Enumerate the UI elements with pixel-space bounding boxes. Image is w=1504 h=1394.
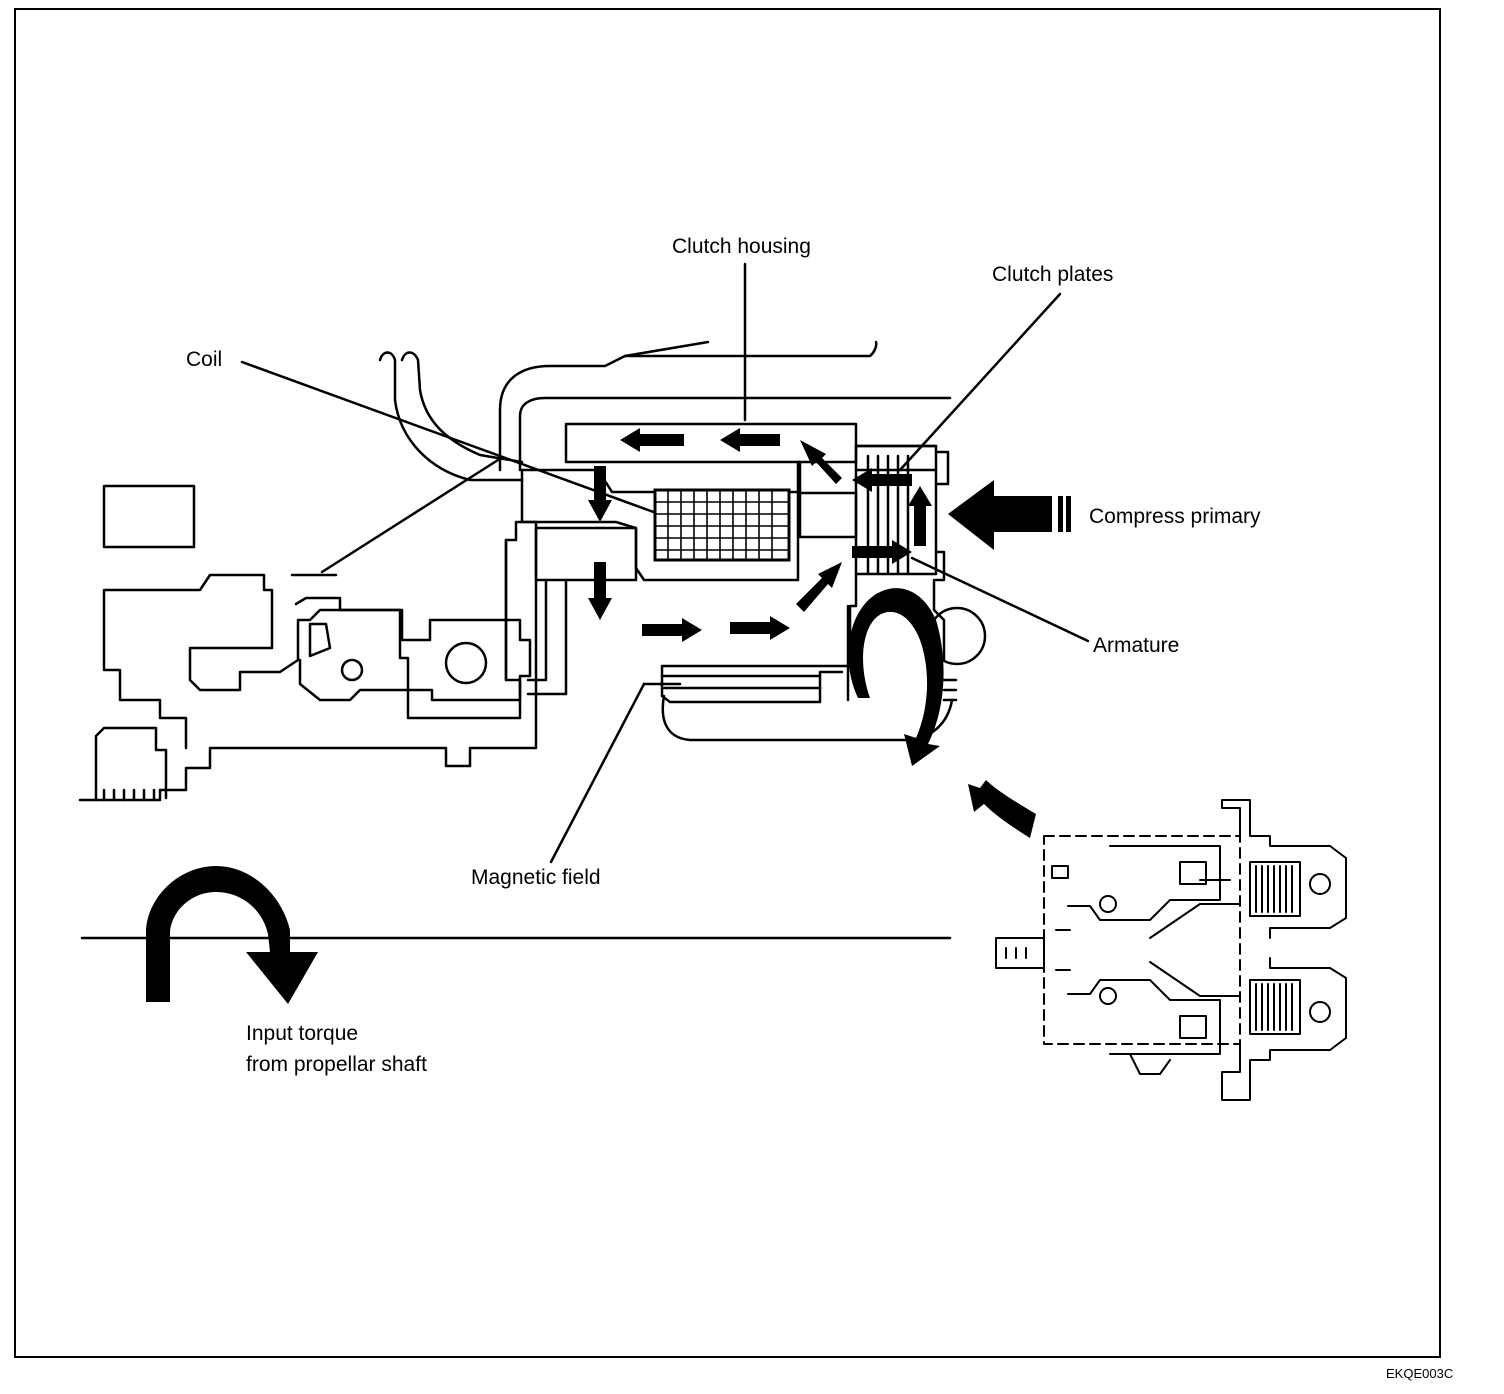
- upper-pipe-inner: [378, 351, 524, 482]
- figure-frame: [14, 8, 1441, 1358]
- label-coil: Coil: [186, 348, 223, 371]
- inset-section-view: [995, 799, 1347, 1101]
- flux-arrow-down-1: [588, 466, 612, 522]
- plate-lines: [866, 454, 910, 574]
- hub-line: [662, 674, 822, 690]
- down-pipe: [526, 578, 568, 696]
- small-bearing: [340, 658, 364, 682]
- flux-arrow-right-1: [642, 618, 702, 642]
- magnetic-field-leader: [549, 682, 646, 864]
- compress-bar-1: [1058, 496, 1063, 532]
- bearing-ball: [444, 641, 488, 685]
- plate-arrow-right-bottom: [852, 540, 912, 564]
- left-teeth: [102, 788, 156, 802]
- label-clutch-housing: Clutch housing: [672, 235, 811, 258]
- hub-lower: [661, 694, 954, 742]
- compress-bar-2: [1066, 496, 1071, 532]
- flux-arrow-right-2: [730, 616, 790, 640]
- top-housing-line: [623, 340, 710, 358]
- input-torque-arrow: [146, 866, 318, 1004]
- flux-arrow-upleft: [800, 440, 842, 484]
- coil-to-plate-bar: [798, 491, 858, 539]
- label-armature: Armature: [1093, 634, 1180, 657]
- plate-arrow-left-top: [852, 468, 912, 492]
- coil-body: [520, 460, 802, 582]
- plate-assembly-right: [934, 450, 950, 582]
- left-lower-bracket: [94, 726, 168, 802]
- seal-body: [294, 596, 532, 702]
- label-input-torque: Input torque from propellar shaft: [246, 1022, 427, 1076]
- label-compress-primary: Compress primary: [1089, 505, 1261, 528]
- label-magnetic-field: Magnetic field: [471, 866, 601, 889]
- top-housing-curve: [498, 340, 878, 472]
- plate-arrow-up: [908, 486, 932, 546]
- hub-rotation-arrow: [848, 588, 944, 766]
- hub-outline: [660, 572, 858, 704]
- seal-lip: [308, 622, 332, 658]
- flux-arrow-down-2: [588, 562, 612, 620]
- label-clutch-plates: Clutch plates: [992, 263, 1114, 286]
- upper-pipe-outer: [400, 351, 524, 464]
- left-diagonal: [320, 458, 500, 574]
- flux-arrow-left-1: [620, 428, 684, 452]
- left-housing: [78, 520, 538, 802]
- armature-leader: [910, 556, 1090, 643]
- inset-pointer-arrow: [968, 780, 1036, 838]
- hub-right-teeth: [942, 678, 958, 702]
- figure-code: EKQE003C: [1386, 1366, 1454, 1381]
- housing-inner-top: [518, 396, 952, 472]
- compress-primary-arrow: [948, 480, 1052, 550]
- clutch-housing-channel: [564, 422, 858, 464]
- flux-arrow-upright: [796, 562, 842, 612]
- clutch-plates-leader: [898, 292, 1062, 472]
- coil-lower-block: [534, 526, 638, 582]
- left-small-box: [102, 484, 196, 549]
- coil-grid-lines: [655, 490, 789, 560]
- flux-arrow-left-2: [720, 428, 780, 452]
